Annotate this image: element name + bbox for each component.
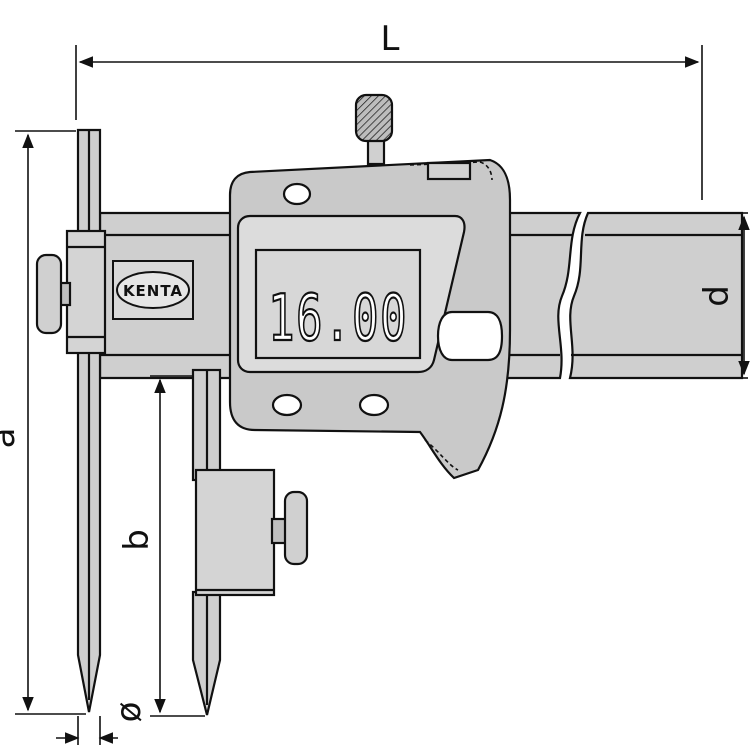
slider-holes (271, 182, 504, 417)
depth-clamp-screw (270, 490, 309, 566)
lcd-screen: 16.00 (254, 248, 422, 360)
main-rod (76, 128, 102, 713)
thumb-wheel (354, 93, 394, 166)
lcd-reading: 16.00 (268, 282, 408, 356)
dimension-label-L: L (381, 19, 400, 59)
dimension-label-d: d (697, 285, 737, 307)
dimension-label-b: b (117, 529, 157, 551)
brand-logo: KENTA (112, 260, 194, 320)
brand-name: KENTA (123, 282, 183, 300)
depth-clamp-block (194, 468, 276, 597)
main-clamp-screw (35, 253, 72, 335)
dimension-label-a: a (0, 428, 23, 449)
depth-rod (191, 368, 222, 716)
main-clamp-block (65, 229, 107, 355)
dimension-label-tip: ø (109, 702, 149, 723)
dimension-lines (15, 45, 750, 745)
